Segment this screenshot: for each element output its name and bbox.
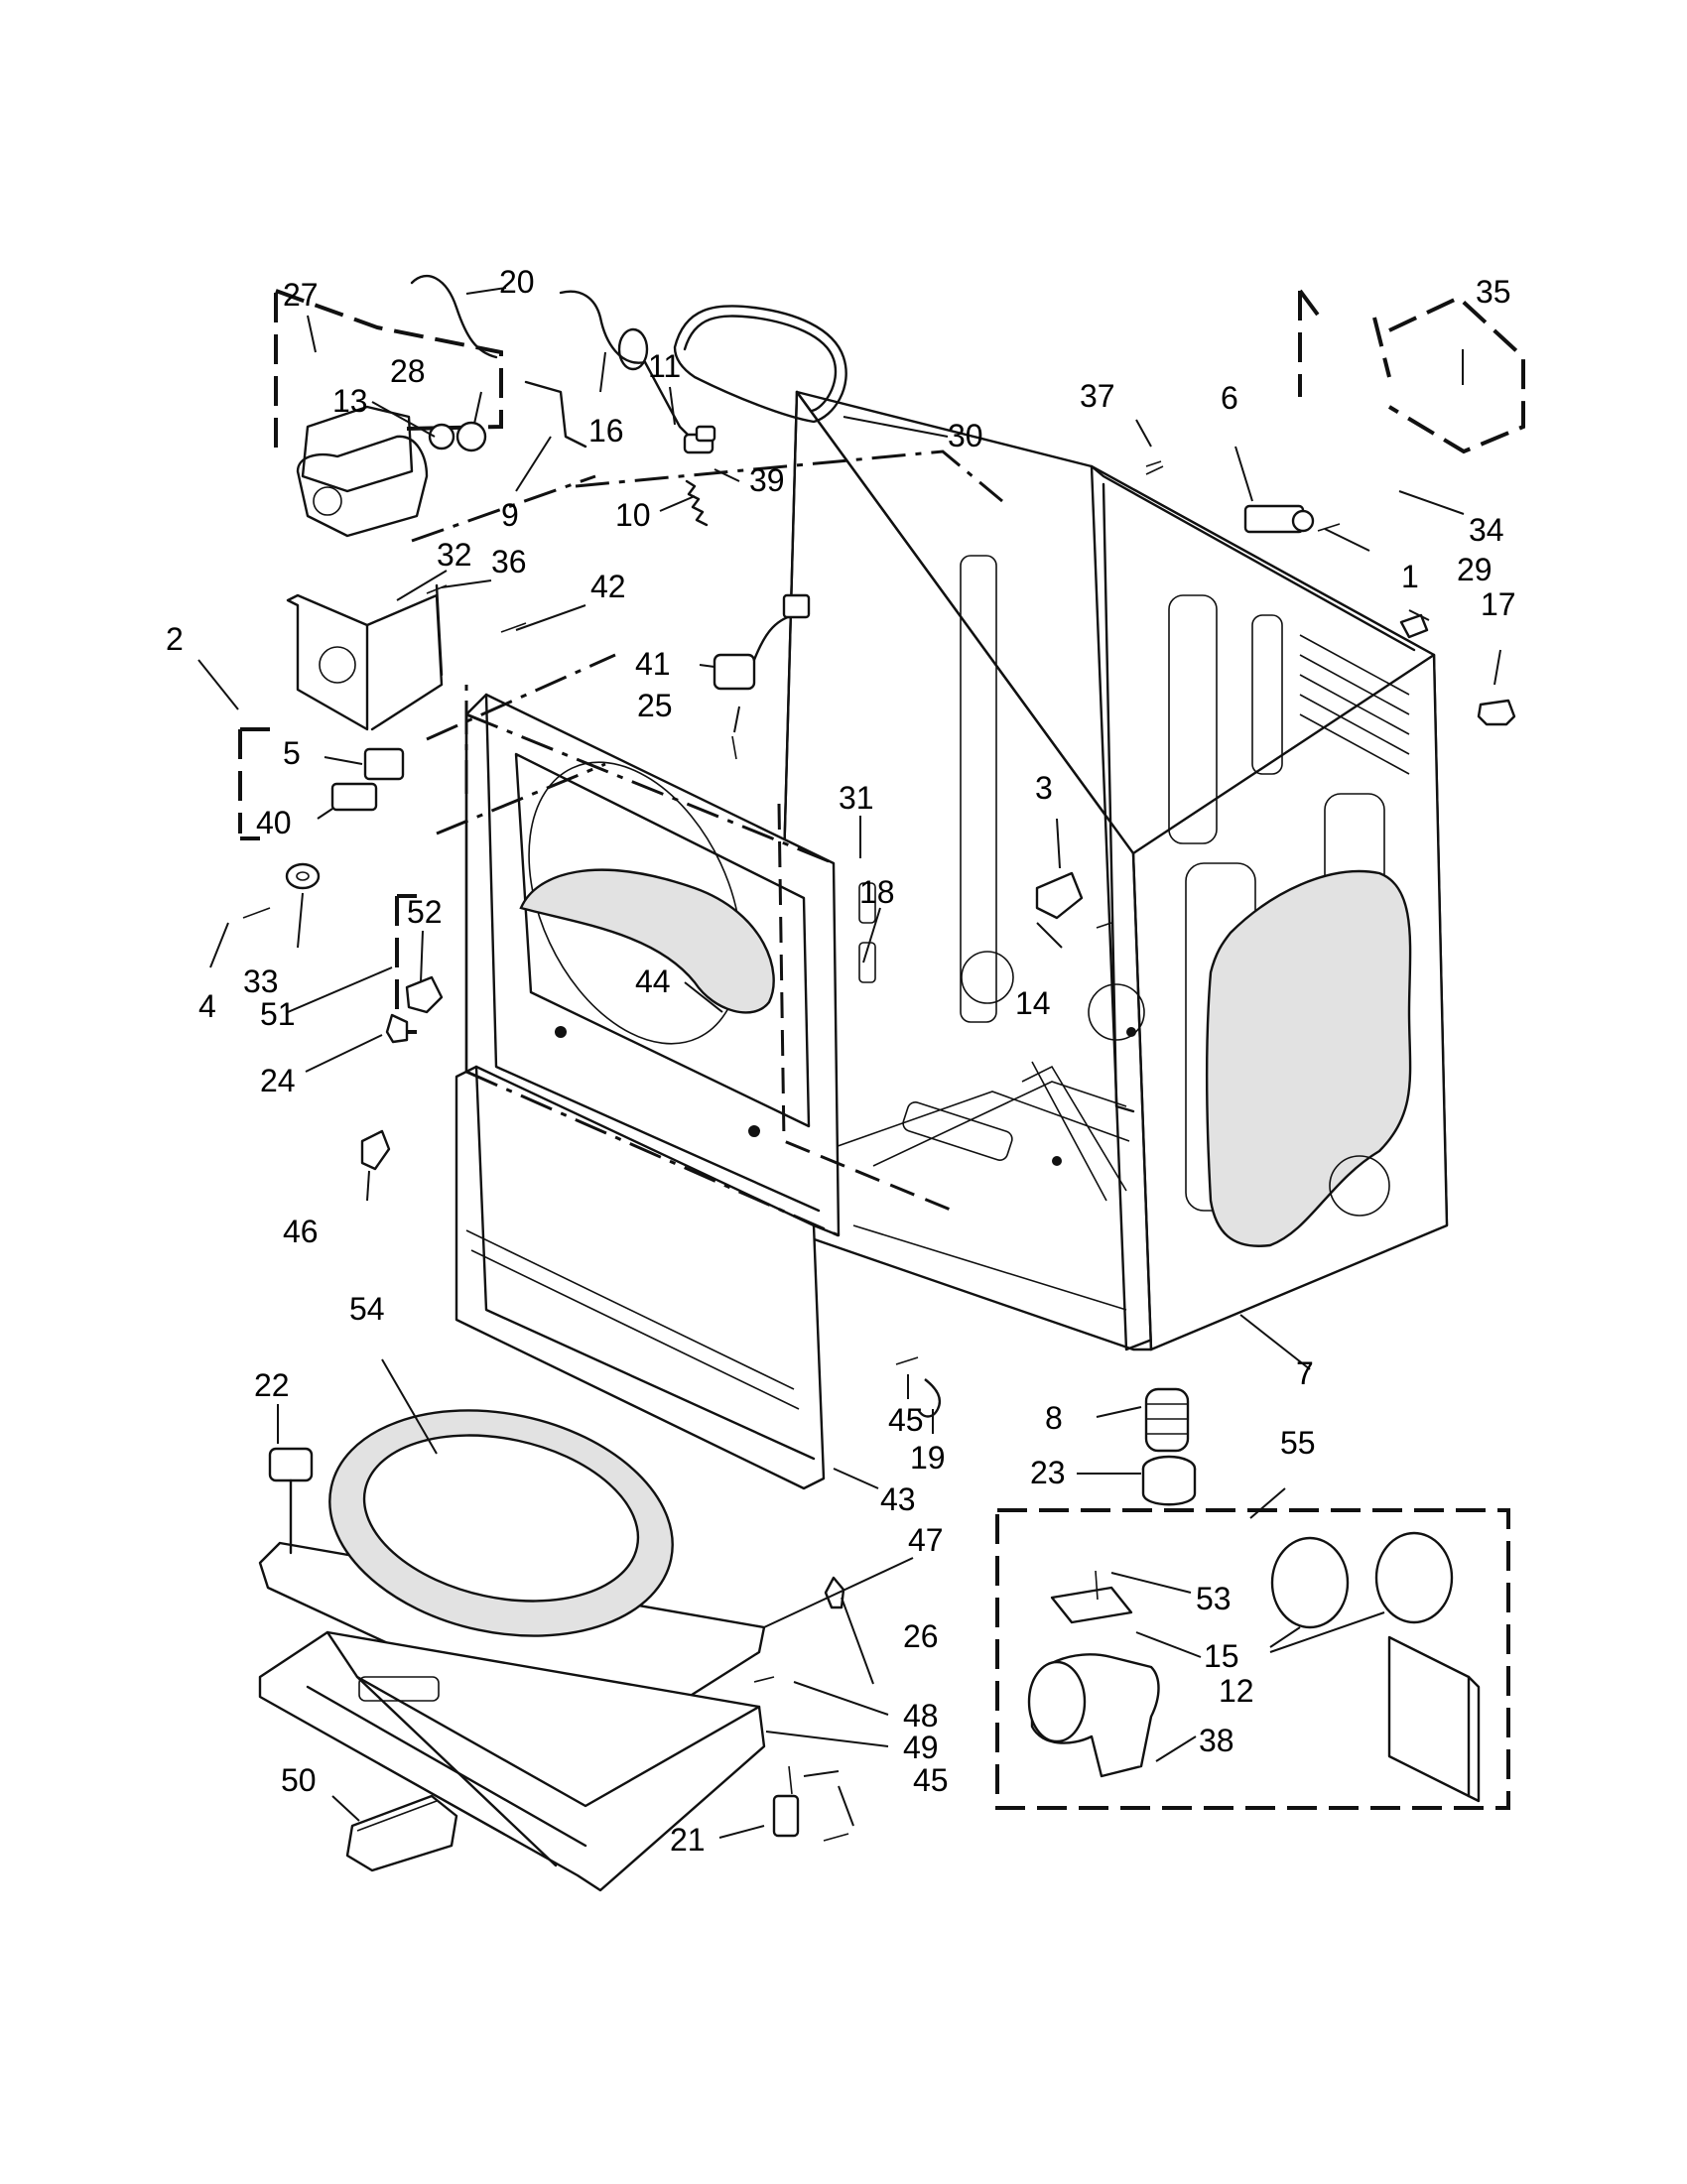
grommet-part-24 xyxy=(385,1013,409,1044)
label-20: 20 xyxy=(499,264,535,300)
label-31: 31 xyxy=(839,780,874,816)
label-18: 18 xyxy=(859,874,895,910)
label-12: 12 xyxy=(1219,1673,1254,1709)
label-45b: 45 xyxy=(913,1762,949,1798)
label-28: 28 xyxy=(390,353,426,389)
clip-part-29 xyxy=(1399,613,1429,639)
label-22: 22 xyxy=(254,1367,290,1403)
label-42: 42 xyxy=(590,569,626,604)
label-38: 38 xyxy=(1199,1723,1234,1758)
label-26: 26 xyxy=(903,1618,939,1654)
label-34: 34 xyxy=(1469,512,1504,548)
part-labels: 1 2 3 4 5 6 7 8 9 10 11 12 13 14 15 16 1… xyxy=(166,264,1516,1858)
label-54: 54 xyxy=(349,1291,385,1327)
label-50: 50 xyxy=(281,1762,317,1798)
label-41: 41 xyxy=(635,646,671,682)
group-box-55 xyxy=(995,1508,1510,1810)
label-46: 46 xyxy=(283,1214,319,1249)
label-32: 32 xyxy=(437,537,472,573)
wire-part-20 xyxy=(410,274,498,359)
spring-part-10 xyxy=(685,479,709,527)
label-51: 51 xyxy=(260,996,296,1032)
label-29: 29 xyxy=(1457,552,1492,587)
label-5: 5 xyxy=(283,735,301,771)
label-35: 35 xyxy=(1476,274,1511,310)
label-3: 3 xyxy=(1035,770,1053,806)
plug-part-46 xyxy=(360,1129,391,1171)
label-17: 17 xyxy=(1481,586,1516,622)
label-23: 23 xyxy=(1030,1455,1066,1490)
label-25: 25 xyxy=(637,688,673,723)
clip-part-52 xyxy=(405,975,444,1014)
label-21: 21 xyxy=(670,1822,706,1858)
label-11: 11 xyxy=(648,348,681,384)
label-52: 52 xyxy=(407,894,443,930)
group-box-2 xyxy=(238,727,278,840)
clip-part-26 xyxy=(824,1576,845,1609)
label-4: 4 xyxy=(198,988,216,1024)
leader-lines xyxy=(197,287,1501,1839)
label-15: 15 xyxy=(1204,1638,1239,1674)
glide-part-17 xyxy=(1477,699,1516,726)
label-2: 2 xyxy=(166,621,184,657)
label-24: 24 xyxy=(260,1063,296,1098)
label-55: 55 xyxy=(1280,1425,1316,1461)
label-27: 27 xyxy=(283,277,319,313)
group-box-34 xyxy=(1298,289,1391,397)
label-16: 16 xyxy=(588,413,624,449)
leg-part-8-23 xyxy=(1141,1387,1197,1506)
cabinet-part-7 xyxy=(772,390,1449,1351)
label-33: 33 xyxy=(243,964,279,999)
label-10: 10 xyxy=(615,497,651,533)
label-1: 1 xyxy=(1401,559,1419,594)
label-19: 19 xyxy=(910,1440,946,1476)
label-47: 47 xyxy=(908,1522,944,1558)
label-14: 14 xyxy=(1015,985,1051,1021)
label-40: 40 xyxy=(256,805,292,840)
front-panel-part-44 xyxy=(464,693,876,1237)
lower-front-panel-part-43 xyxy=(454,1065,826,1490)
block-part-6 xyxy=(1243,504,1315,534)
clip-part-19 xyxy=(916,1378,942,1418)
label-7: 7 xyxy=(1296,1355,1314,1391)
label-9: 9 xyxy=(501,497,519,533)
wire-part-16 xyxy=(559,290,647,364)
belt-part-30 xyxy=(673,305,847,424)
kit-contents-part-55 xyxy=(1027,1531,1481,1803)
label-45a: 45 xyxy=(888,1402,924,1438)
label-48: 48 xyxy=(903,1698,939,1734)
label-30: 30 xyxy=(948,418,983,453)
label-36: 36 xyxy=(491,544,527,579)
switch-part-3 xyxy=(1035,871,1084,920)
label-8: 8 xyxy=(1045,1400,1063,1436)
base-assembly xyxy=(258,1409,766,1892)
label-53: 53 xyxy=(1196,1581,1232,1616)
label-43: 43 xyxy=(880,1481,916,1517)
group-box-35 xyxy=(1387,295,1525,454)
label-49: 49 xyxy=(903,1730,939,1765)
label-13: 13 xyxy=(332,383,368,419)
label-39: 39 xyxy=(749,462,785,498)
bracket-part-9 xyxy=(524,380,587,449)
bracket-part-21 xyxy=(772,1794,800,1838)
label-6: 6 xyxy=(1221,380,1238,416)
label-37: 37 xyxy=(1080,378,1115,414)
label-44: 44 xyxy=(635,964,671,999)
motor-assembly-part-27 xyxy=(274,289,503,890)
switch-part-41 xyxy=(713,593,811,691)
